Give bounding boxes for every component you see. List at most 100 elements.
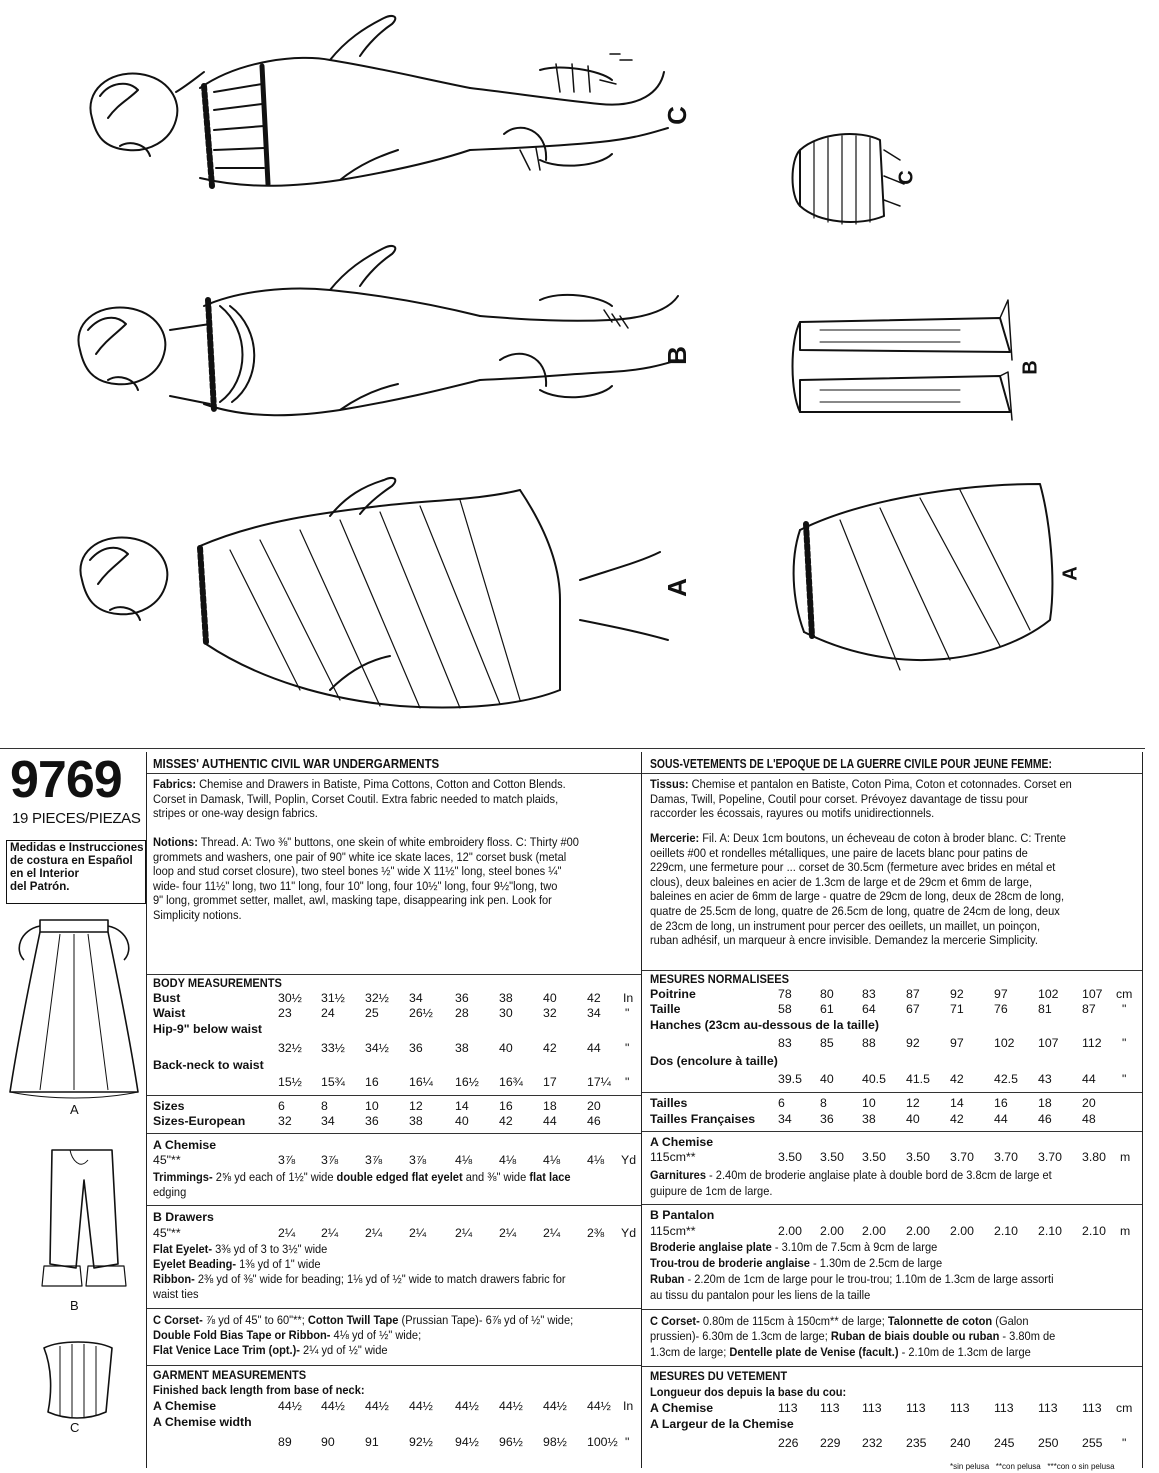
fr-gm-largeur-value: 235 <box>906 1436 927 1450</box>
fr-poitrine-label: Poitrine <box>650 987 696 1001</box>
fr-tailles-fr-value: 48 <box>1082 1112 1096 1126</box>
fr-rule-c <box>642 1309 1142 1310</box>
en-bust-unit: In <box>623 991 634 1005</box>
fabrics-line-1: Chemise and Drawers in Batiste, Pima Cot… <box>196 777 566 791</box>
pattern-number: 9769 <box>10 751 123 809</box>
fr-tailles-fr-value: 34 <box>778 1112 792 1126</box>
en-finished: Finished back length from base of neck: <box>153 1383 365 1397</box>
fr-dos-value: 40.5 <box>862 1072 886 1086</box>
en-ribbon-part: 2⅜ yd of ⅜" wide for beading; 1⅛ yd of ½… <box>194 1272 566 1286</box>
en-gm-width-value: 91 <box>365 1435 379 1449</box>
en-ribbon-part: Ribbon- <box>153 1272 195 1286</box>
spanish-note-line-3: en el Interior <box>10 868 80 880</box>
fr-dos-value: 42 <box>950 1072 964 1086</box>
en-gm-width-value: 94½ <box>455 1435 479 1449</box>
fr-a-metrage-value: 3.70 <box>1038 1150 1062 1164</box>
fr-tailles-fr-value: 42 <box>950 1112 964 1126</box>
en-b-yardage-value: 2⅜ <box>587 1226 605 1240</box>
en-back-value: 17¼ <box>587 1075 611 1089</box>
english-notions: Notions: Thread. A: Two ⅜" buttons, one … <box>153 835 639 923</box>
fr-taille-value: 76 <box>994 1002 1008 1016</box>
fr-c-corset-3-part: 1.3cm de large; <box>650 1345 730 1359</box>
divider-left <box>146 752 147 1468</box>
en-hip-value: 32½ <box>278 1041 302 1055</box>
fr-hanches-value: 83 <box>778 1036 792 1050</box>
fr-c-corset-3-part: Dentelle plate de Venise (facult.) <box>729 1345 899 1359</box>
fr-ruban-part: Ruban <box>650 1272 685 1286</box>
fr-taille-value: 64 <box>862 1002 876 1016</box>
en-bust-label: Bust <box>153 991 181 1005</box>
thumb-corset-c-icon <box>43 1341 113 1419</box>
fr-b-metrage-value: 2.00 <box>862 1224 886 1238</box>
en-a-yardage-value: 3⅞ <box>321 1153 339 1167</box>
en-sizes-eu-value: 44 <box>543 1114 557 1128</box>
en-c-corset: C Corset- ⅞ yd of 45" to 60"**; Cotton T… <box>153 1313 573 1327</box>
fr-hanches-value: 107 <box>1038 1036 1059 1050</box>
en-sizes-value: 20 <box>587 1099 601 1113</box>
fr-a-metrage-value: 3.50 <box>820 1150 844 1164</box>
fr-tailles-fr-value: 40 <box>906 1112 920 1126</box>
fr-tailles-value: 6 <box>778 1096 785 1110</box>
mercerie-line-4: clous), deux baleines en acier de 1.3cm … <box>650 874 1033 889</box>
spanish-note-line-1: Medidas e Instrucciones <box>10 842 144 854</box>
en-sizes-eu-value: 38 <box>409 1114 423 1128</box>
fr-tailles-value: 16 <box>994 1096 1008 1110</box>
fr-garnitures-part: - 2.40m de broderie anglaise plate à dou… <box>705 1168 1052 1182</box>
fr-dos-unit: " <box>1122 1072 1127 1086</box>
tissus-line-2: Damas, Twill, Popeline, Coutil pour cors… <box>650 791 1029 806</box>
thumb-chemise-a-icon <box>9 919 139 1099</box>
french-tissus: Tissus: Chemise et pantalon en Batiste, … <box>650 777 1141 821</box>
english-fabrics: Fabrics: Chemise and Drawers in Batiste,… <box>153 777 639 821</box>
en-waist-value: 30 <box>499 1006 513 1020</box>
view-label-c-figure: C <box>661 106 692 125</box>
en-flat-eyelet: Flat Eyelet- 3⅜ yd of 3 to 3½" wide <box>153 1242 327 1256</box>
fr-gm-chemise-value: 113 <box>778 1401 798 1415</box>
french-title: SOUS-VETEMENTS DE L'EPOQUE DE LA GUERRE … <box>650 756 1052 771</box>
en-trimmings-part: Trimmings- <box>153 1170 213 1184</box>
spanish-note-line-4: del Patrón. <box>10 881 70 893</box>
en-b-drawers-label: B Drawers <box>153 1210 214 1224</box>
thumb-drawers-b-icon <box>41 1149 127 1287</box>
en-a-chemise-label: A Chemise <box>153 1138 217 1152</box>
en-sizes-eu-label: Sizes-European <box>153 1114 246 1128</box>
french-body-rule <box>642 970 1142 971</box>
fr-poitrine-value: 107 <box>1082 987 1103 1001</box>
fr-broderie-part: Broderie anglaise plate <box>650 1240 772 1254</box>
en-b-yardage-value: 2¼ <box>455 1226 473 1240</box>
en-waist-value: 23 <box>278 1006 292 1020</box>
notions-line-1: Thread. A: Two ⅜" buttons, one skein of … <box>197 835 579 849</box>
en-eyelet-beading-part: 1⅜ yd of 1" wide <box>236 1257 321 1271</box>
spanish-note-box <box>6 840 146 904</box>
en-a-yardage-value: 4⅛ <box>455 1153 473 1167</box>
fr-tailles-fr-label: Tailles Françaises <box>650 1112 756 1126</box>
fr-gm-largeur-value: 255 <box>1082 1436 1103 1450</box>
en-b-yardage-value: 2¼ <box>543 1226 561 1240</box>
en-bias-part: 4⅛ yd of ½" wide; <box>330 1328 422 1342</box>
en-trimmings-2-part: edging <box>153 1185 187 1199</box>
fr-taille-value: 67 <box>906 1002 920 1016</box>
fr-rule-a <box>642 1131 1142 1132</box>
en-a-chemise: A Chemise <box>153 1138 633 1153</box>
fr-taille-value: 81 <box>1038 1002 1052 1016</box>
french-mercerie: Mercerie: Fil. A: Deux 1cm boutons, un é… <box>650 831 1141 948</box>
en-a-yardage-value: 4⅛ <box>499 1153 517 1167</box>
en-sizes-value: 6 <box>278 1099 285 1113</box>
en-venice: Flat Venice Lace Trim (opt.)- 2¼ yd of ½… <box>153 1343 388 1357</box>
fr-c-corset-2-part: - 3.80m de <box>999 1329 1056 1343</box>
fr-b-metrage-value: 2.10 <box>1038 1224 1062 1238</box>
en-finished-part: Finished back length from base of neck: <box>153 1383 365 1397</box>
fr-hanches-value: 88 <box>862 1036 876 1050</box>
en-c-corset-part: ⅞ yd of 45" to 60"**; <box>202 1313 308 1327</box>
fr-gm-chemise-value: 113 <box>994 1401 1014 1415</box>
spanish-note-line-2: de costura en Español <box>10 855 133 867</box>
en-back-value: 16 <box>365 1075 379 1089</box>
en-trimmings-part: flat lace <box>529 1170 571 1184</box>
fr-ruban-part: - 2.20m de 1cm de large pour le trou-tro… <box>684 1272 1054 1286</box>
fr-ruban-2: au tissu du pantalon pour les liens de l… <box>650 1288 870 1302</box>
fr-gm-largeur-value: 226 <box>778 1436 799 1450</box>
